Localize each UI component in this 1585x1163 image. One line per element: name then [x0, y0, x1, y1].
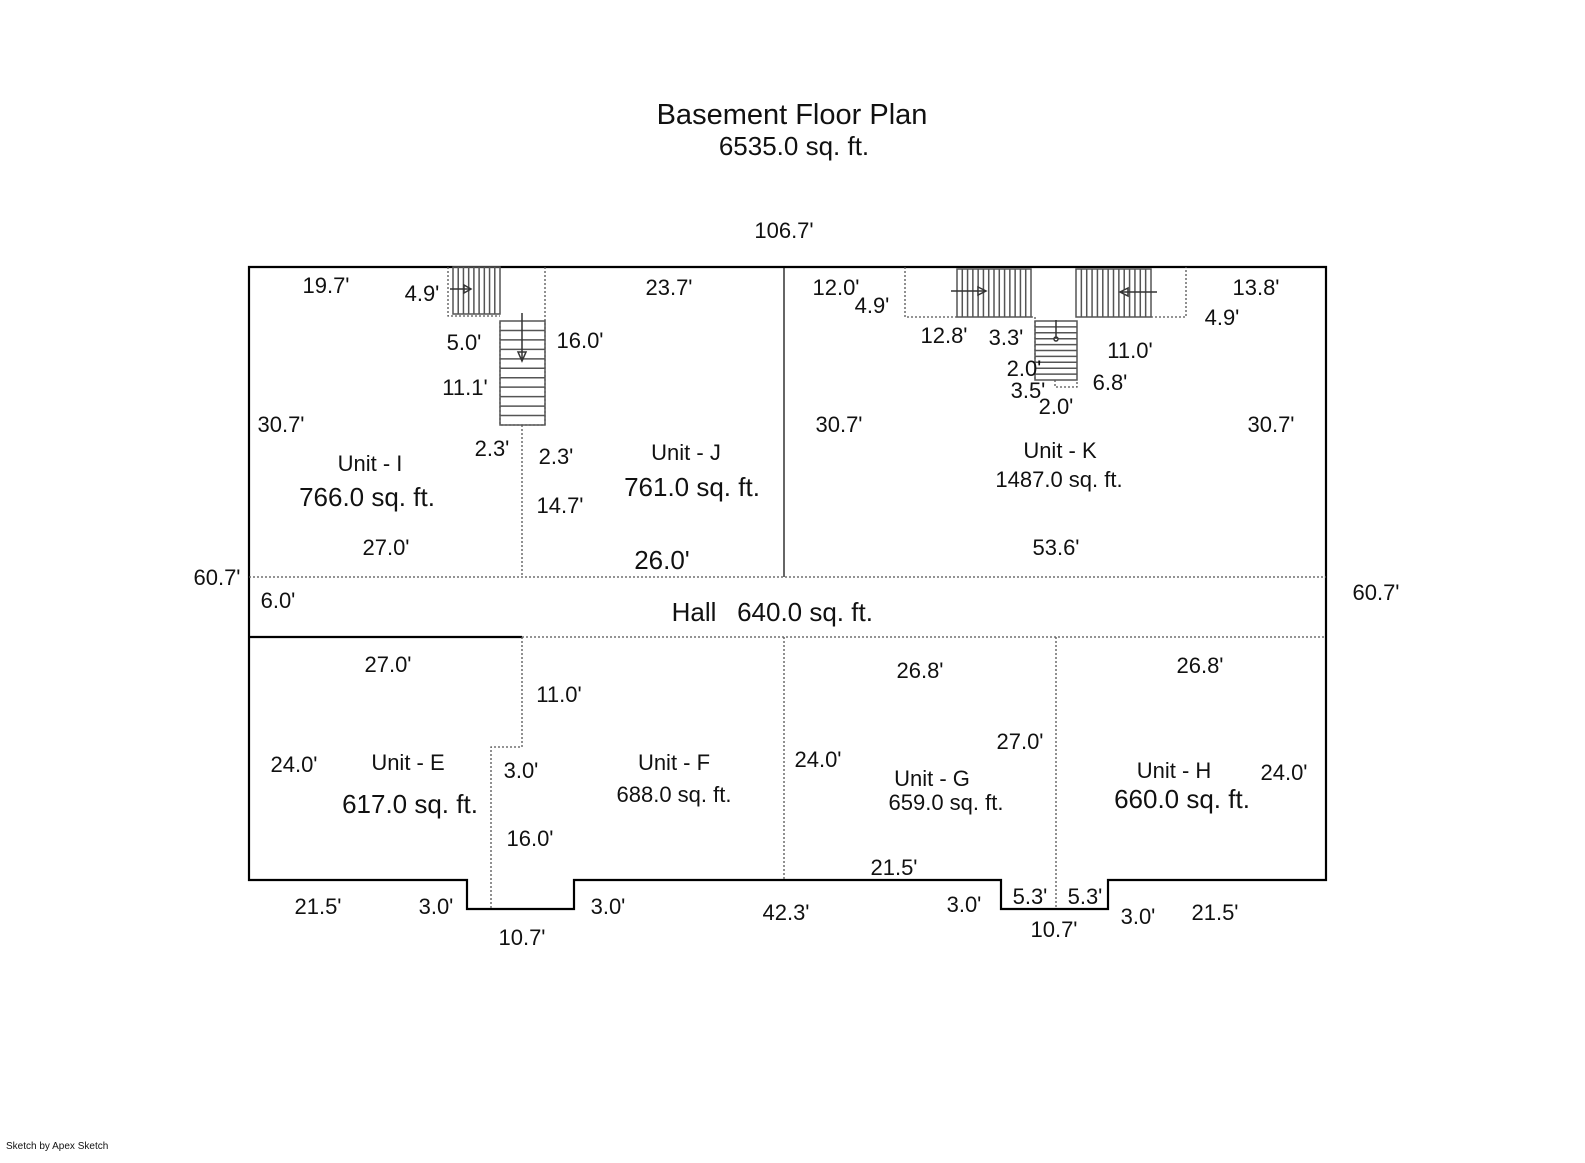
stairs-unit-k-right: [1075, 268, 1157, 318]
dim-label: 11.0': [1107, 338, 1152, 363]
plan-title: Basement Floor Plan: [657, 99, 928, 131]
dim-label: 12.0': [812, 275, 859, 300]
dim-label: 21.5': [294, 894, 341, 919]
dim-label: 2.0': [1039, 394, 1074, 419]
dim-label: 5.3': [1013, 884, 1048, 909]
dim-label: 12.8': [920, 323, 967, 348]
unit-f-area: 688.0 sq. ft.: [617, 782, 732, 807]
dim-label: 2.3': [539, 444, 574, 469]
dim-label: 60.7': [193, 565, 240, 590]
dim-label: 26.8': [1176, 653, 1223, 678]
unit-j-area: 761.0 sq. ft.: [624, 472, 760, 502]
dim-label: 2.0': [1007, 356, 1042, 381]
unit-g-name: Unit - G: [894, 766, 970, 791]
unit-f-name: Unit - F: [638, 750, 710, 775]
dim-label: 11.1': [442, 375, 487, 400]
dim-label: 3.3': [989, 325, 1024, 350]
dim-label: 23.7': [645, 275, 692, 300]
dim-label: 16.0': [556, 328, 603, 353]
unit-h-name: Unit - H: [1137, 758, 1212, 783]
dim-label: 4.9': [1205, 305, 1240, 330]
dim-label: 27.0': [996, 729, 1043, 754]
dim-label: 16.0': [506, 826, 553, 851]
unit-k-area: 1487.0 sq. ft.: [995, 467, 1122, 492]
dim-label: 10.7': [498, 925, 545, 950]
credit: Sketch by Apex Sketch: [6, 1141, 108, 1152]
dim-label: 13.8': [1232, 275, 1279, 300]
dim-label: 27.0': [362, 535, 409, 560]
dim-label: 3.0': [419, 894, 454, 919]
dim-label: 27.0': [364, 652, 411, 677]
total-area: 6535.0 sq. ft.: [719, 131, 869, 161]
unit-labels: Unit - I 766.0 sq. ft. Unit - J 761.0 sq…: [299, 438, 1250, 819]
dim-label: 42.3': [762, 900, 809, 925]
dim-label: 26.8': [896, 658, 943, 683]
unit-i-area: 766.0 sq. ft.: [299, 482, 435, 512]
dim-label: 6.0': [261, 588, 296, 613]
dim-label: 3.0': [504, 758, 539, 783]
dim-label: 4.9': [855, 293, 890, 318]
exterior-wall: [247, 265, 1328, 911]
dim-label: 5.3': [1068, 884, 1103, 909]
stairs-unit-k-center: [1034, 320, 1078, 381]
unit-h-area: 660.0 sq. ft.: [1114, 784, 1250, 814]
dim-label: 3.0': [591, 894, 626, 919]
dim-label: 53.6': [1032, 535, 1079, 560]
dim-label: 60.7': [1352, 580, 1399, 605]
dim-label: 30.7': [815, 412, 862, 437]
dim-label: 26.0': [634, 545, 690, 575]
unit-e-area: 617.0 sq. ft.: [342, 789, 478, 819]
unit-i-name: Unit - I: [338, 451, 403, 476]
dim-label: 3.0': [947, 892, 982, 917]
dim-label: 2.3': [475, 436, 510, 461]
dim-label: 11.0': [536, 682, 581, 707]
unit-k-name: Unit - K: [1023, 438, 1097, 463]
dim-label: 30.7': [1247, 412, 1294, 437]
dim-label: 3.0': [1121, 904, 1156, 929]
header: Basement Floor Plan 6535.0 sq. ft.: [657, 99, 928, 161]
stairs-unit-i-run: [499, 313, 546, 426]
dim-label: 10.7': [1030, 917, 1077, 942]
dimension-labels: 106.7' 19.7' 4.9' 5.0' 16.0' 11.1' 30.7'…: [193, 218, 1399, 950]
dim-label: 24.0': [1260, 760, 1307, 785]
hall-name: Hall: [672, 597, 717, 627]
dim-label: 24.0': [794, 747, 841, 772]
dim-label: 14.7': [536, 493, 583, 518]
unit-j-name: Unit - J: [651, 440, 721, 465]
dim-label: 24.0': [270, 752, 317, 777]
hall-area: 640.0 sq. ft.: [737, 597, 873, 627]
stairs-unit-i-landing: [450, 266, 501, 315]
dim-label: 30.7': [257, 412, 304, 437]
unit-e-name: Unit - E: [371, 750, 444, 775]
dim-label: 21.5': [870, 855, 917, 880]
unit-g-area: 659.0 sq. ft.: [889, 790, 1004, 815]
dim-label: 21.5': [1191, 900, 1238, 925]
dim-label: 6.8': [1093, 370, 1128, 395]
dim-label: 19.7': [302, 273, 349, 298]
dim-label: 5.0': [447, 330, 482, 355]
dim-label: 4.9': [405, 281, 440, 306]
dim-label: 106.7': [754, 218, 813, 243]
stairs-unit-k-left: [951, 268, 1032, 318]
dim-label: 3.5': [1011, 378, 1046, 403]
